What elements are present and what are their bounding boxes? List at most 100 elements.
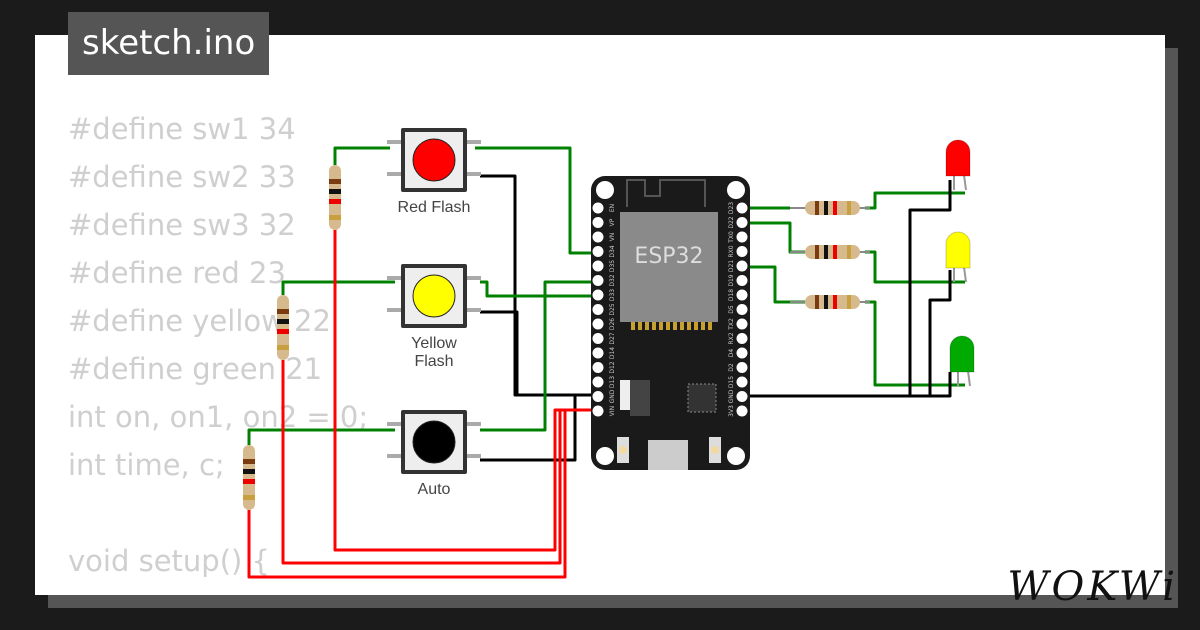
module-pad: [666, 322, 670, 330]
pin-D25: [592, 304, 604, 315]
code-line: #define sw3 32: [68, 208, 296, 242]
wire-signal: [742, 265, 805, 304]
pin-EN: [592, 202, 604, 214]
pin-label: D2: [728, 363, 735, 372]
button-cap: [412, 420, 456, 464]
wire-signal: [480, 280, 598, 432]
regulator-body: [630, 380, 650, 416]
board-button-cap: [711, 446, 719, 454]
resistor: [277, 295, 289, 360]
module-pad: [645, 322, 649, 330]
wokwi-logo: WOKWi: [1007, 564, 1178, 610]
resistor-band: [847, 201, 851, 215]
pin-D32: [592, 275, 604, 286]
button-label: Yellow: [411, 335, 457, 352]
resistor-body: [805, 295, 860, 309]
wire-ground: [480, 174, 598, 397]
pin-label: D18: [728, 289, 735, 301]
pin-D22: [736, 217, 748, 228]
pin-label: D14: [609, 347, 616, 359]
pin-label: D32: [609, 274, 616, 286]
pin-label: D4: [728, 349, 735, 358]
resistor-band: [329, 215, 341, 220]
pin-D2: [736, 362, 748, 373]
pin-D35: [592, 260, 604, 272]
code-line: #define sw2 33: [68, 160, 296, 194]
mount-hole: [596, 447, 614, 465]
resistor-band: [243, 495, 255, 500]
pin-GND: [736, 391, 748, 402]
pin-label: D19: [728, 274, 735, 286]
resistor-band: [329, 199, 341, 204]
wire-ground: [928, 270, 952, 396]
resistor-band: [847, 295, 851, 309]
pin-label: RX0: [728, 245, 735, 257]
wire-ground: [742, 372, 952, 398]
pin-label: VN: [609, 233, 616, 242]
mount-hole: [727, 181, 745, 199]
wire-signal: [480, 280, 598, 298]
resistor: [790, 201, 870, 215]
pin-VN: [592, 231, 604, 243]
button-label: Flash: [414, 353, 453, 370]
pin-RX0: [736, 246, 748, 257]
wire-signal: [333, 146, 390, 165]
code-line: void setup() {: [68, 544, 270, 578]
code-preview: #define sw1 34#define sw2 33#define sw3 …: [68, 105, 528, 595]
led-2: [949, 335, 975, 387]
wire-signal: [742, 221, 805, 254]
pin-label: TX2: [728, 318, 735, 331]
pin-label: D12: [609, 361, 616, 373]
module-pad: [638, 322, 642, 330]
led-leg: [963, 266, 967, 283]
resistor-band: [277, 345, 289, 350]
esp32-module: [620, 212, 718, 322]
pin-label: D15: [728, 376, 735, 388]
led-leg: [967, 370, 971, 387]
pin-D14: [592, 347, 604, 359]
mount-hole: [727, 447, 745, 465]
resistor-band: [815, 245, 819, 259]
wire-signal: [475, 146, 598, 255]
pin-D33: [592, 289, 604, 301]
code-line: #define red 23: [68, 256, 286, 290]
pin-label: EN: [609, 204, 616, 212]
resistor-body: [277, 295, 289, 360]
code-line: #define green 21: [68, 352, 323, 386]
pin-label: D22: [728, 216, 735, 228]
resistor-band: [815, 201, 819, 215]
pin-label: VP: [609, 218, 616, 226]
pin-D26: [592, 318, 604, 330]
pin-D23: [736, 202, 748, 214]
pushbutton-0[interactable]: Red Flash: [387, 128, 481, 216]
resistor-body: [329, 165, 341, 230]
pin-VP: [592, 217, 604, 228]
resistor-body: [805, 201, 860, 215]
resistor-band: [833, 245, 837, 259]
pushbutton-2[interactable]: Auto: [387, 410, 481, 498]
wire-ground: [480, 395, 577, 462]
pin-GND: [592, 391, 604, 402]
pin-label: D35: [609, 260, 616, 272]
pin-label: TX0: [728, 231, 735, 244]
resistor-band: [277, 329, 289, 334]
mount-hole: [596, 181, 614, 199]
pin-3V3: [736, 405, 748, 417]
wire-signal: [281, 280, 395, 295]
wire-power: [247, 410, 567, 579]
pin-D15: [736, 376, 748, 388]
resistor-band: [833, 201, 837, 215]
code-line: int on, on1, on2 = 0;: [68, 400, 369, 434]
wire-power: [281, 360, 562, 565]
led-leg: [963, 174, 967, 191]
pin-D19: [736, 275, 748, 286]
module-pad: [673, 322, 677, 330]
button-cap: [412, 274, 456, 318]
module-pad: [652, 322, 656, 330]
button-label: Auto: [418, 481, 451, 498]
pin-D13: [592, 376, 604, 388]
code-line: pinMode(sw1, INPUT_PULLUP);: [68, 585, 527, 595]
resistor-band: [824, 295, 828, 309]
button-label: Red Flash: [398, 199, 471, 216]
